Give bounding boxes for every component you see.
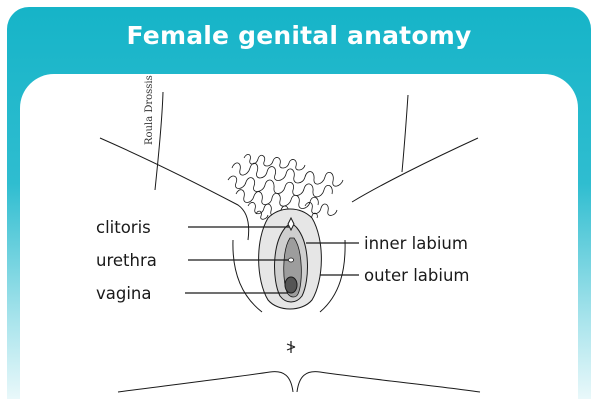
left-buttock-line — [118, 372, 293, 392]
clitoris-label: clitoris — [96, 218, 151, 237]
urethra-shape — [289, 258, 294, 262]
vagina-shape — [285, 277, 297, 293]
left-outer-fold — [233, 240, 262, 312]
vagina-label: vagina — [96, 284, 152, 303]
anus-mark — [287, 341, 295, 353]
urethra-label: urethra — [96, 251, 157, 270]
left-side-line — [155, 92, 163, 190]
outer-labium-label: outer labium — [364, 266, 470, 285]
right-buttock-line — [297, 372, 480, 392]
inner-labium-label: inner labium — [364, 234, 468, 253]
artist-signature: Roula Drossis — [144, 75, 155, 145]
right-thigh-line — [352, 138, 478, 202]
genital-region — [259, 209, 322, 353]
right-outer-fold — [320, 240, 345, 312]
right-side-line — [402, 95, 408, 172]
